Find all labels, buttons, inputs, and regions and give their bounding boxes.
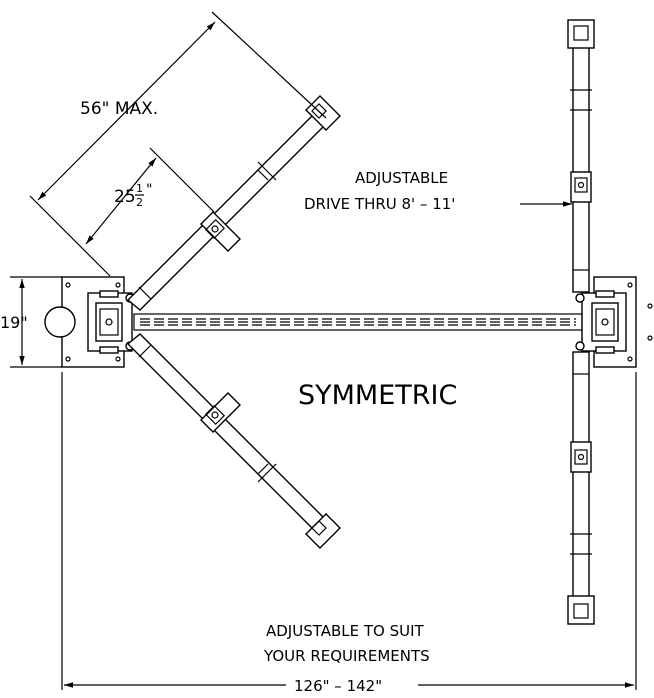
label-bottom-line1: ADJUSTABLE TO SUIT (266, 622, 425, 640)
cross-connection (133, 313, 583, 331)
label-drive-line1: ADJUSTABLE (355, 169, 448, 187)
dimension-25-half (85, 147, 215, 245)
right-post-assembly (575, 276, 653, 368)
right-lower-arm (567, 351, 595, 625)
label-symmetric: SYMMETRIC (298, 380, 457, 411)
label-56-max: 56" MAX. (80, 99, 158, 119)
dimension-overall (61, 372, 637, 690)
dimension-56-max (29, 11, 327, 277)
label-19: 19" (0, 313, 28, 332)
left-post-assembly (44, 276, 135, 368)
left-upper-arm (126, 95, 341, 311)
label-drive-line2: DRIVE THRU 8' – 11' (304, 195, 455, 213)
left-lower-arm (126, 333, 341, 549)
label-25-numerator: 1 (136, 182, 143, 195)
label-bottom-dimension: 126" – 142" (294, 677, 382, 695)
right-upper-arm (567, 19, 595, 293)
left-post-circle (44, 306, 76, 338)
label-bottom-line2: YOUR REQUIREMENTS (263, 647, 430, 665)
dimension-19 (10, 276, 62, 368)
label-25-denominator: 2 (136, 196, 143, 209)
label-25: 25 (114, 187, 136, 207)
label-25-unit: " (146, 182, 152, 198)
